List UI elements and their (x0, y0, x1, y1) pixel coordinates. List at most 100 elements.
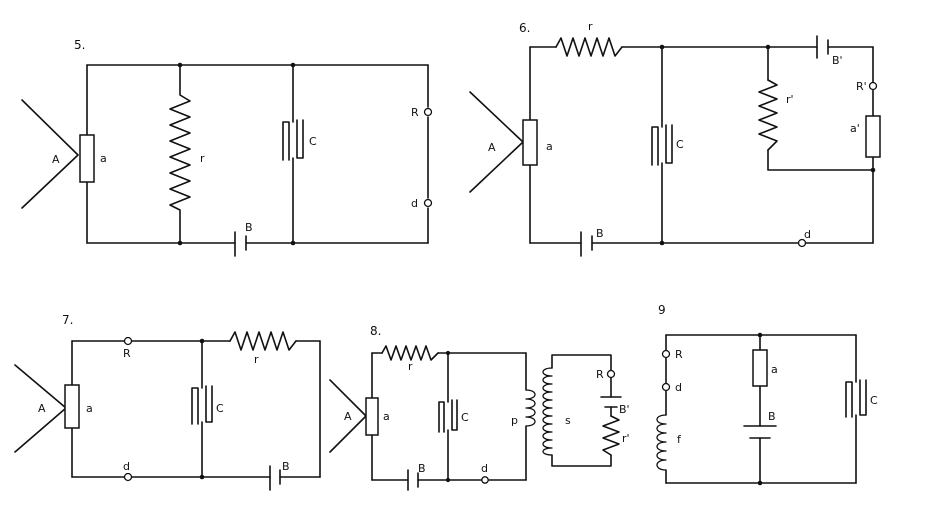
figure-6-number: 6. (519, 21, 530, 35)
fig7-label-a: a (86, 402, 93, 415)
fig5-label-B: B (245, 221, 253, 234)
fig6-junction (659, 240, 665, 246)
figure-6: 6. r A a C r' B' R' a' B d (469, 20, 881, 257)
fig6-battery-B (580, 231, 593, 257)
fig6-antenna-symbol (469, 91, 524, 193)
fig6-detector-a (522, 119, 538, 166)
fig6-detector-a-prime (865, 115, 881, 158)
fig9-label-C: C (870, 394, 878, 407)
fig5-junction (290, 62, 296, 68)
fig7-label-R: R (123, 347, 131, 360)
fig8-label-a: a (383, 410, 390, 423)
fig5-label-r: r (200, 152, 205, 165)
fig8-junction (445, 477, 451, 483)
fig7-battery-B (269, 465, 281, 491)
fig9-coil-f (656, 414, 667, 471)
fig6-label-C: C (676, 138, 684, 151)
fig6-label-d: d (804, 228, 811, 241)
fig6-label-r: r (588, 20, 593, 33)
fig5-label-a: a (100, 152, 107, 165)
fig8-resistor-r-prime (602, 415, 620, 456)
fig6-terminal-d (797, 238, 807, 248)
fig5-detector-a (79, 134, 95, 183)
figure-9-number: 9 (658, 303, 666, 317)
fig8-secondary-coil-s (542, 367, 553, 456)
fig6-battery-B-prime (816, 35, 829, 59)
fig5-capacitor-C (282, 119, 304, 161)
fig7-label-C: C (216, 402, 224, 415)
fig6-label-a-prime: a' (850, 122, 860, 135)
figure-7: 7. A a R d r C B (14, 313, 321, 491)
fig8-terminal-d (481, 476, 489, 484)
fig8-label-r: r (408, 360, 413, 373)
fig9-junction (757, 480, 763, 486)
fig7-terminal-R (123, 336, 133, 346)
fig9-terminal-d (661, 382, 671, 392)
fig8-capacitor-C (438, 399, 458, 433)
fig8-label-p: p (511, 414, 518, 427)
fig9-label-R: R (675, 348, 683, 361)
fig6-label-R-prime: R' (856, 80, 867, 93)
fig7-detector-a (64, 384, 80, 429)
fig5-battery-B (234, 231, 247, 257)
fig8-battery-B-prime (600, 396, 622, 408)
fig7-label-d: d (123, 460, 130, 473)
fig8-battery-B (407, 469, 419, 491)
fig5-label-A: A (52, 153, 60, 166)
fig8-label-C: C (461, 411, 469, 424)
fig9-label-d: d (675, 381, 682, 394)
fig8-label-s: s (565, 414, 571, 427)
fig5-label-C: C (309, 135, 317, 148)
fig8-terminal-R (606, 369, 616, 379)
fig5-label-R: R (411, 106, 419, 119)
fig6-junction (659, 44, 665, 50)
fig6-resistor-r (555, 37, 623, 57)
fig9-label-B: B (768, 410, 776, 423)
fig8-label-B-prime: B' (619, 403, 630, 416)
fig7-junction (199, 338, 205, 344)
fig8-secondary-wire (551, 354, 612, 467)
fig9-junction (757, 332, 763, 338)
fig8-detector-a (365, 397, 379, 436)
fig9-label-f: f (677, 433, 682, 446)
figure-5-number: 5. (74, 38, 85, 52)
fig8-label-d: d (481, 462, 488, 475)
fig6-junction (765, 44, 771, 50)
fig8-primary-coil-p (525, 389, 536, 427)
fig8-resistor-r (381, 345, 439, 361)
fig7-junction (199, 474, 205, 480)
fig7-label-r: r (254, 353, 259, 366)
fig6-label-a: a (546, 140, 553, 153)
fig7-terminal-d (123, 472, 133, 482)
fig7-capacitor-C (191, 385, 213, 425)
fig6-label-B-prime: B' (832, 54, 843, 67)
figure-8: 8. A a r C p s R B' r' B (329, 324, 630, 491)
fig6-junction (870, 167, 876, 173)
fig6-label-B: B (596, 227, 604, 240)
fig6-capacitor-C (651, 124, 673, 166)
fig9-capacitor-C (845, 379, 867, 418)
fig5-junction (177, 62, 183, 68)
figure-8-number: 8. (370, 324, 381, 338)
figure-9: 9 R d f a B C (656, 303, 878, 486)
fig6-label-A: A (488, 141, 496, 154)
fig5-terminal-R (423, 107, 433, 117)
fig5-resistor-r (169, 64, 191, 244)
fig9-label-a: a (771, 363, 778, 376)
fig7-label-B: B (282, 460, 290, 473)
fig5-terminal-d (423, 198, 433, 208)
fig8-junction (445, 350, 451, 356)
fig7-label-A: A (38, 402, 46, 415)
fig5-label-d: d (411, 197, 418, 210)
fig6-label-r-prime: r' (786, 93, 794, 106)
fig6-wire-loop (767, 46, 874, 171)
fig9-detector-a (752, 349, 768, 387)
fig7-resistor-r (229, 331, 297, 351)
fig5-junction (177, 240, 183, 246)
fig8-label-R: R (596, 368, 604, 381)
fig5-antenna-symbol (21, 99, 79, 209)
figure-7-number: 7. (62, 313, 73, 327)
fig6-terminal-R-prime (868, 81, 878, 91)
